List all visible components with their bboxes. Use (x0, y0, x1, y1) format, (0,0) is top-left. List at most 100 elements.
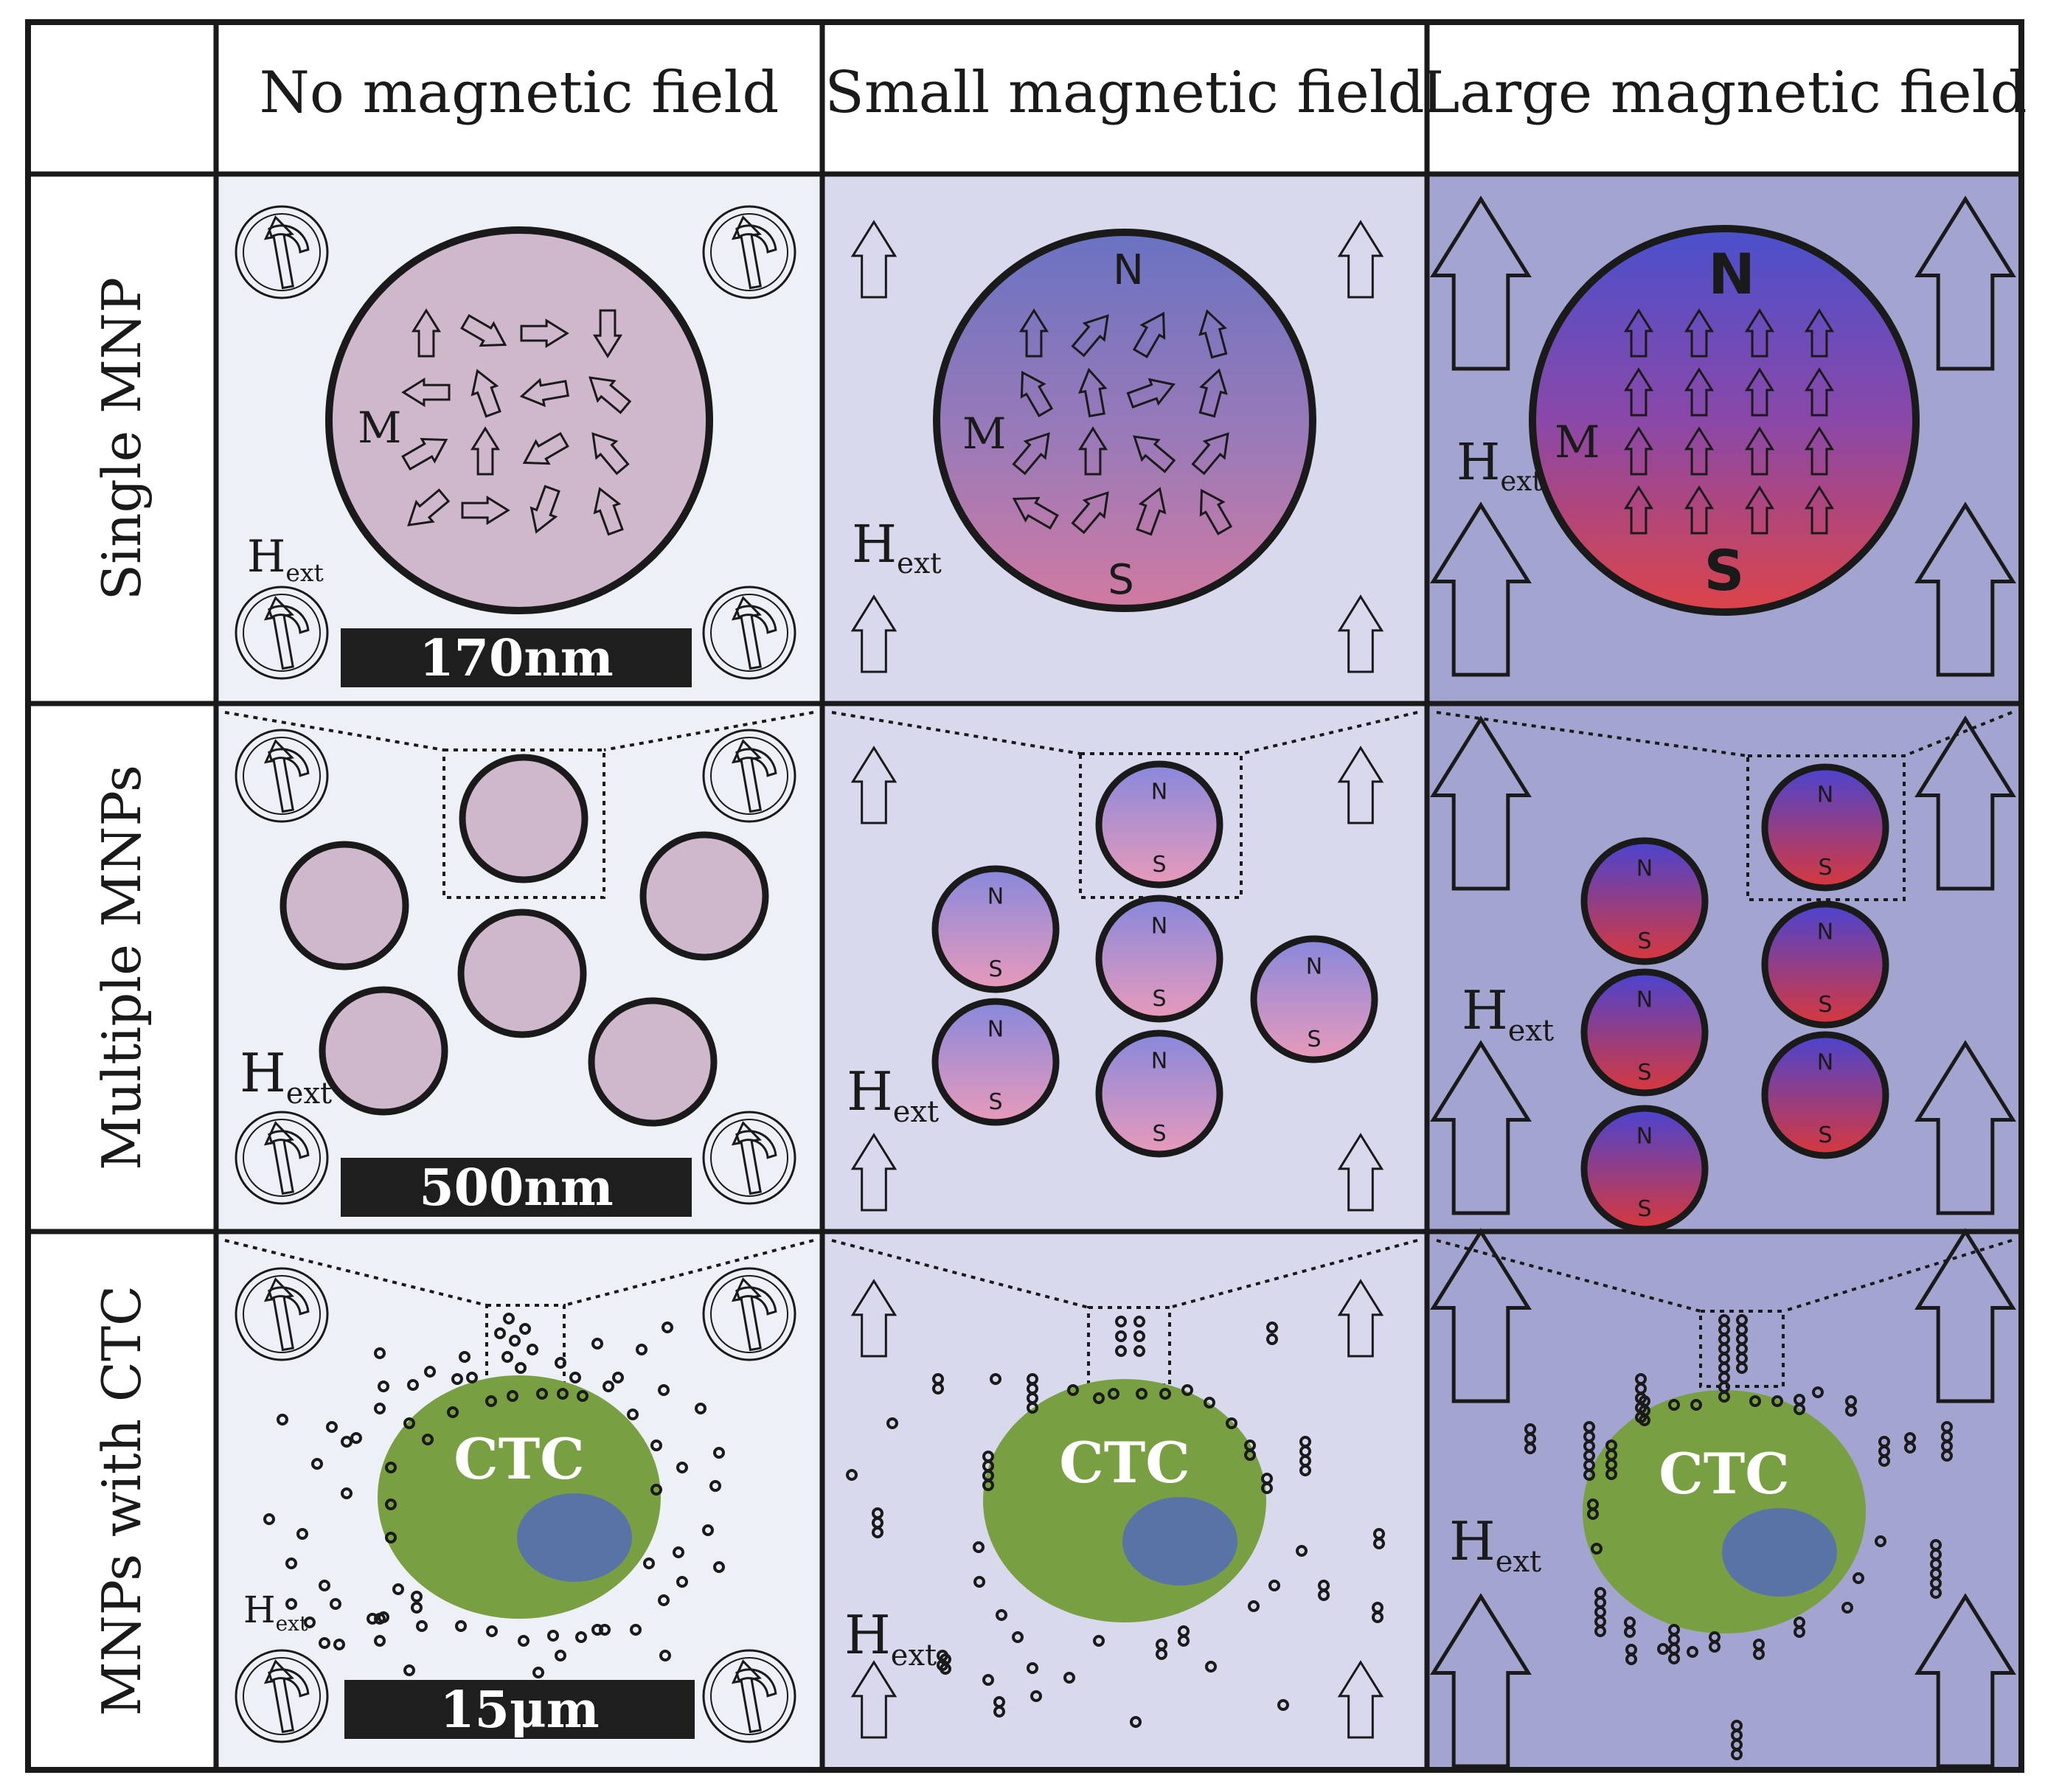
magnet-icon-ring (702, 729, 796, 823)
mnp-dot (996, 1609, 1007, 1621)
mnp-dot (1753, 1648, 1765, 1660)
magnet-icon-ring (702, 205, 796, 299)
magnet-icon-ring (710, 594, 788, 672)
magnetic-moment-arrow-icon (407, 488, 451, 527)
single-mnp-particle (933, 229, 1316, 612)
mnp-dot (333, 1639, 345, 1650)
magnet-icon-arrow (263, 596, 294, 670)
magnet-icon (702, 1111, 796, 1205)
north-pole-label: N (1113, 246, 1144, 294)
arrow-up-icon (850, 220, 897, 299)
magnet-icon-arrow (731, 1277, 762, 1352)
arrow-up-icon (1430, 1040, 1532, 1215)
magnetic-moment-arrow-icon (1744, 485, 1775, 535)
mnp-dot (1605, 1468, 1617, 1480)
magnetic-moment-arrow-icon (1804, 485, 1835, 535)
mnp-dot (466, 1372, 478, 1383)
magnet-icon-ring (235, 205, 329, 299)
mnp-dot (713, 1447, 725, 1459)
mnp-dot (557, 1388, 569, 1400)
mnp-dot (451, 1373, 463, 1385)
mnp-dot (1372, 1611, 1383, 1623)
mnp-dot (1657, 1643, 1669, 1655)
mnp-dot (385, 1462, 397, 1473)
h-ext-main: H (1462, 979, 1508, 1041)
magnet-icon (235, 205, 329, 299)
h-ext-main: H (1457, 434, 1500, 492)
mnp-dot (547, 1630, 559, 1642)
table-border (25, 19, 2024, 1773)
magnetization-label: M (1555, 417, 1600, 468)
nanoparticle (639, 831, 769, 961)
nanoparticle (931, 865, 1060, 993)
mnp-dot (1159, 1388, 1171, 1400)
magnetic-moment-arrow-icon (1199, 488, 1233, 535)
north-pole-label: N (1817, 920, 1833, 945)
mnp-dot (486, 1625, 498, 1637)
mnp-dot (1845, 1405, 1857, 1417)
mnp-dot (993, 1706, 1005, 1718)
mnp-dot (1133, 1330, 1145, 1342)
north-pole-label: N (1636, 1124, 1653, 1150)
mnp-dot (1583, 1469, 1595, 1481)
mnp-dot (507, 1390, 518, 1402)
mnp-dot (1771, 1395, 1783, 1407)
mnp-dot (627, 1409, 639, 1420)
mnp-dot (519, 1323, 531, 1335)
magnet-icon (702, 586, 796, 680)
magnetic-moment-arrow-icon (1684, 308, 1715, 358)
mnp-dot (304, 1616, 316, 1628)
column-header-no-field: No magnetic field (260, 60, 780, 126)
magnetic-moment-arrow-icon (1684, 485, 1715, 535)
magnetization-label: M (358, 403, 401, 453)
mnp-dot (1794, 1626, 1805, 1638)
magnet-icon-arrow (731, 215, 762, 290)
mnp-dot (1266, 1333, 1278, 1345)
north-pole-label: N (1817, 1050, 1833, 1076)
magnetic-moment-arrow-icon (1132, 311, 1166, 358)
mnp-dot (1668, 1653, 1680, 1664)
mnp-dot (392, 1583, 404, 1595)
magnet-icon-ring (710, 737, 788, 815)
magnet-icon (235, 1267, 329, 1361)
mnp-dot (411, 1602, 423, 1614)
mnp-dot (263, 1513, 275, 1525)
magnetization-label: M (962, 409, 1006, 459)
mnp-dot (1587, 1508, 1599, 1520)
magnetic-moment-arrow-icon (1684, 426, 1715, 476)
arrow-up-icon (850, 1133, 897, 1212)
mnp-dot (1067, 1384, 1079, 1396)
arrow-up-icon (1914, 1593, 2016, 1768)
magnet-icon-arrow (263, 1277, 294, 1352)
nanoparticle (1761, 1031, 1889, 1159)
south-pole-label: S (1307, 1027, 1321, 1052)
magnetic-moment-arrow-icon (1012, 432, 1050, 476)
south-pole-label: S (1637, 928, 1651, 954)
north-pole-label: N (1151, 1049, 1167, 1074)
north-pole-label: N (987, 884, 1004, 910)
arrow-up-icon (1914, 195, 2016, 371)
magnet-icon-arrow (731, 1121, 762, 1195)
magnet-icon-ring (235, 729, 329, 823)
mnp-dot (447, 1406, 459, 1418)
magnetic-moment-arrow-icon (1804, 367, 1835, 417)
mnp-dot (518, 1635, 530, 1647)
north-pole-label: N (1151, 779, 1167, 805)
zoom-box (1746, 754, 1906, 901)
h-ext-label: Hext (243, 1588, 308, 1636)
magnet-icon (702, 1267, 796, 1361)
zoom-line (563, 1239, 814, 1307)
grid-lines (25, 19, 2024, 1773)
mnp-dot (341, 1436, 353, 1448)
magnet-icon (235, 1649, 329, 1743)
mnp-dot (1204, 1397, 1215, 1409)
zoom-box (1699, 1310, 1785, 1388)
mnp-dot (1178, 1635, 1190, 1647)
mnp-dot (1108, 1388, 1119, 1400)
mnp-dot (536, 1388, 548, 1400)
arrow-up-icon (1914, 715, 2016, 891)
mnp-dot (982, 1674, 994, 1686)
south-pole-label: S (1818, 992, 1832, 1018)
arrow-up-icon (850, 594, 897, 673)
